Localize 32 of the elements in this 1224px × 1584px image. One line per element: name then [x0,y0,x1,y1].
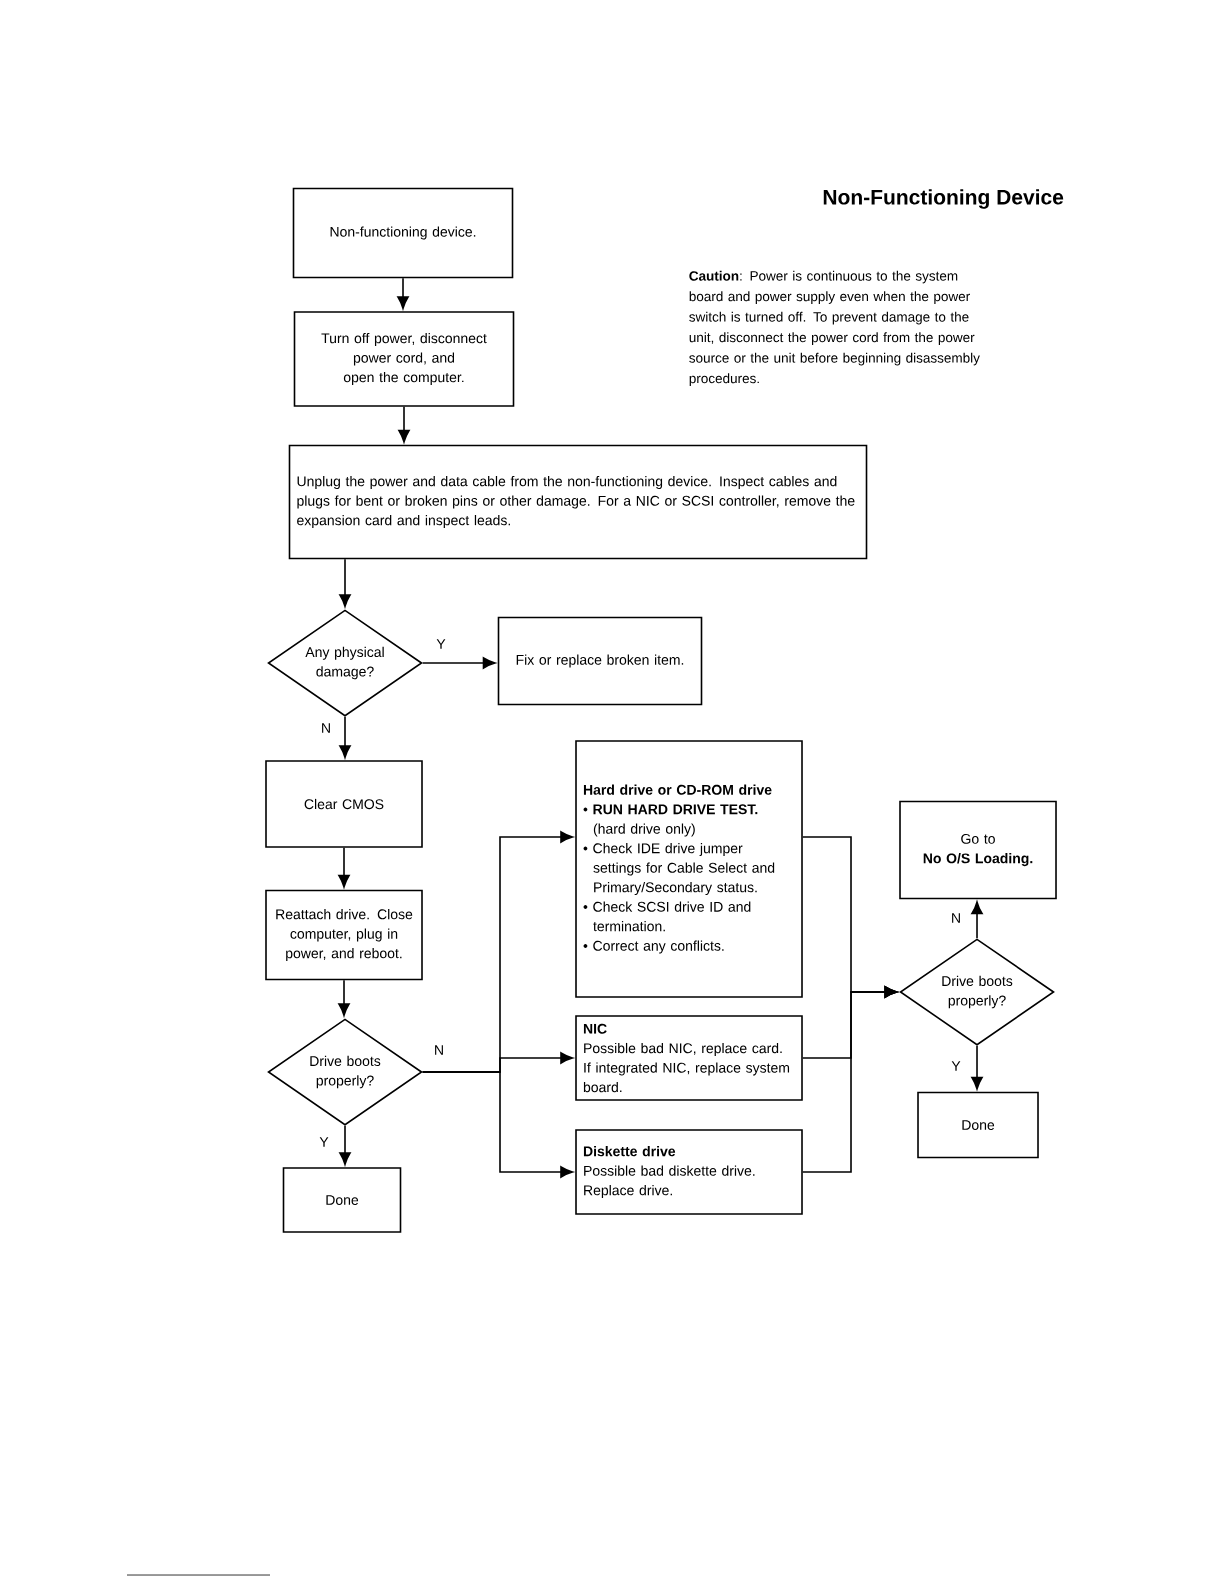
edge-label: Y [435,638,447,650]
process-box: NIC Possible bad NIC, replace card. If integrated NIC, replace system board. [575,1015,803,1101]
process-box: Clear CMOS [265,760,423,848]
arrow [421,657,496,669]
terminal-box: Done [917,1091,1039,1159]
arrow [802,986,898,1173]
process-box: Reattach drive. Close computer, plug in power, and reboot. [265,889,423,981]
process-box: Non-functioning device. [292,187,514,279]
caution-note: Caution: Power is continuous to the system board and power supply even when the power switch is turned off. To prevent damage to the unit, disconnect the power cord from the power source or the unit before beginning disassembly procedures. [689,270,980,386]
arrow [971,1045,983,1090]
title: Non-Functioning Device [823,189,1064,209]
process-box: Turn off power, disconnect power cord, and open the computer. [293,311,515,407]
arrow [339,558,351,608]
edge-label: N [319,722,333,734]
process-box: Diskette drive Possible bad diskette drive. Replace drive. [575,1129,803,1215]
process-box: Unplug the power and data cable from the non-functioning device. Inspect cables and plugs for bent or broken pins or other damage. For a NIC or SCSI controller, remove the expansion card and inspect leads. [288,444,868,560]
arrow [338,847,350,888]
edge-label: Y [318,1136,330,1148]
process-box: Go to No O/S Loading. [899,800,1057,900]
arrow [398,406,410,443]
edge-label: N [949,912,963,924]
process-box: Fix or replace broken item. [497,616,703,706]
edge-label: N [432,1044,446,1056]
arrow [339,1125,351,1166]
arrow [338,979,350,1017]
edge-label: Y [950,1060,962,1072]
arrow [971,901,983,940]
arrow [339,716,351,759]
arrow [397,277,409,310]
process-box: Hard drive or CD-ROM drive • RUN HARD DRIVE TEST. (hard drive only) • Check IDE drive jumper settings for Cable Select and Primary/Secondary status. • Check SCSI drive ID and termination. • Correct any conflicts. [575,740,803,998]
arrow [421,1071,574,1178]
terminal-box: Done [282,1167,402,1233]
